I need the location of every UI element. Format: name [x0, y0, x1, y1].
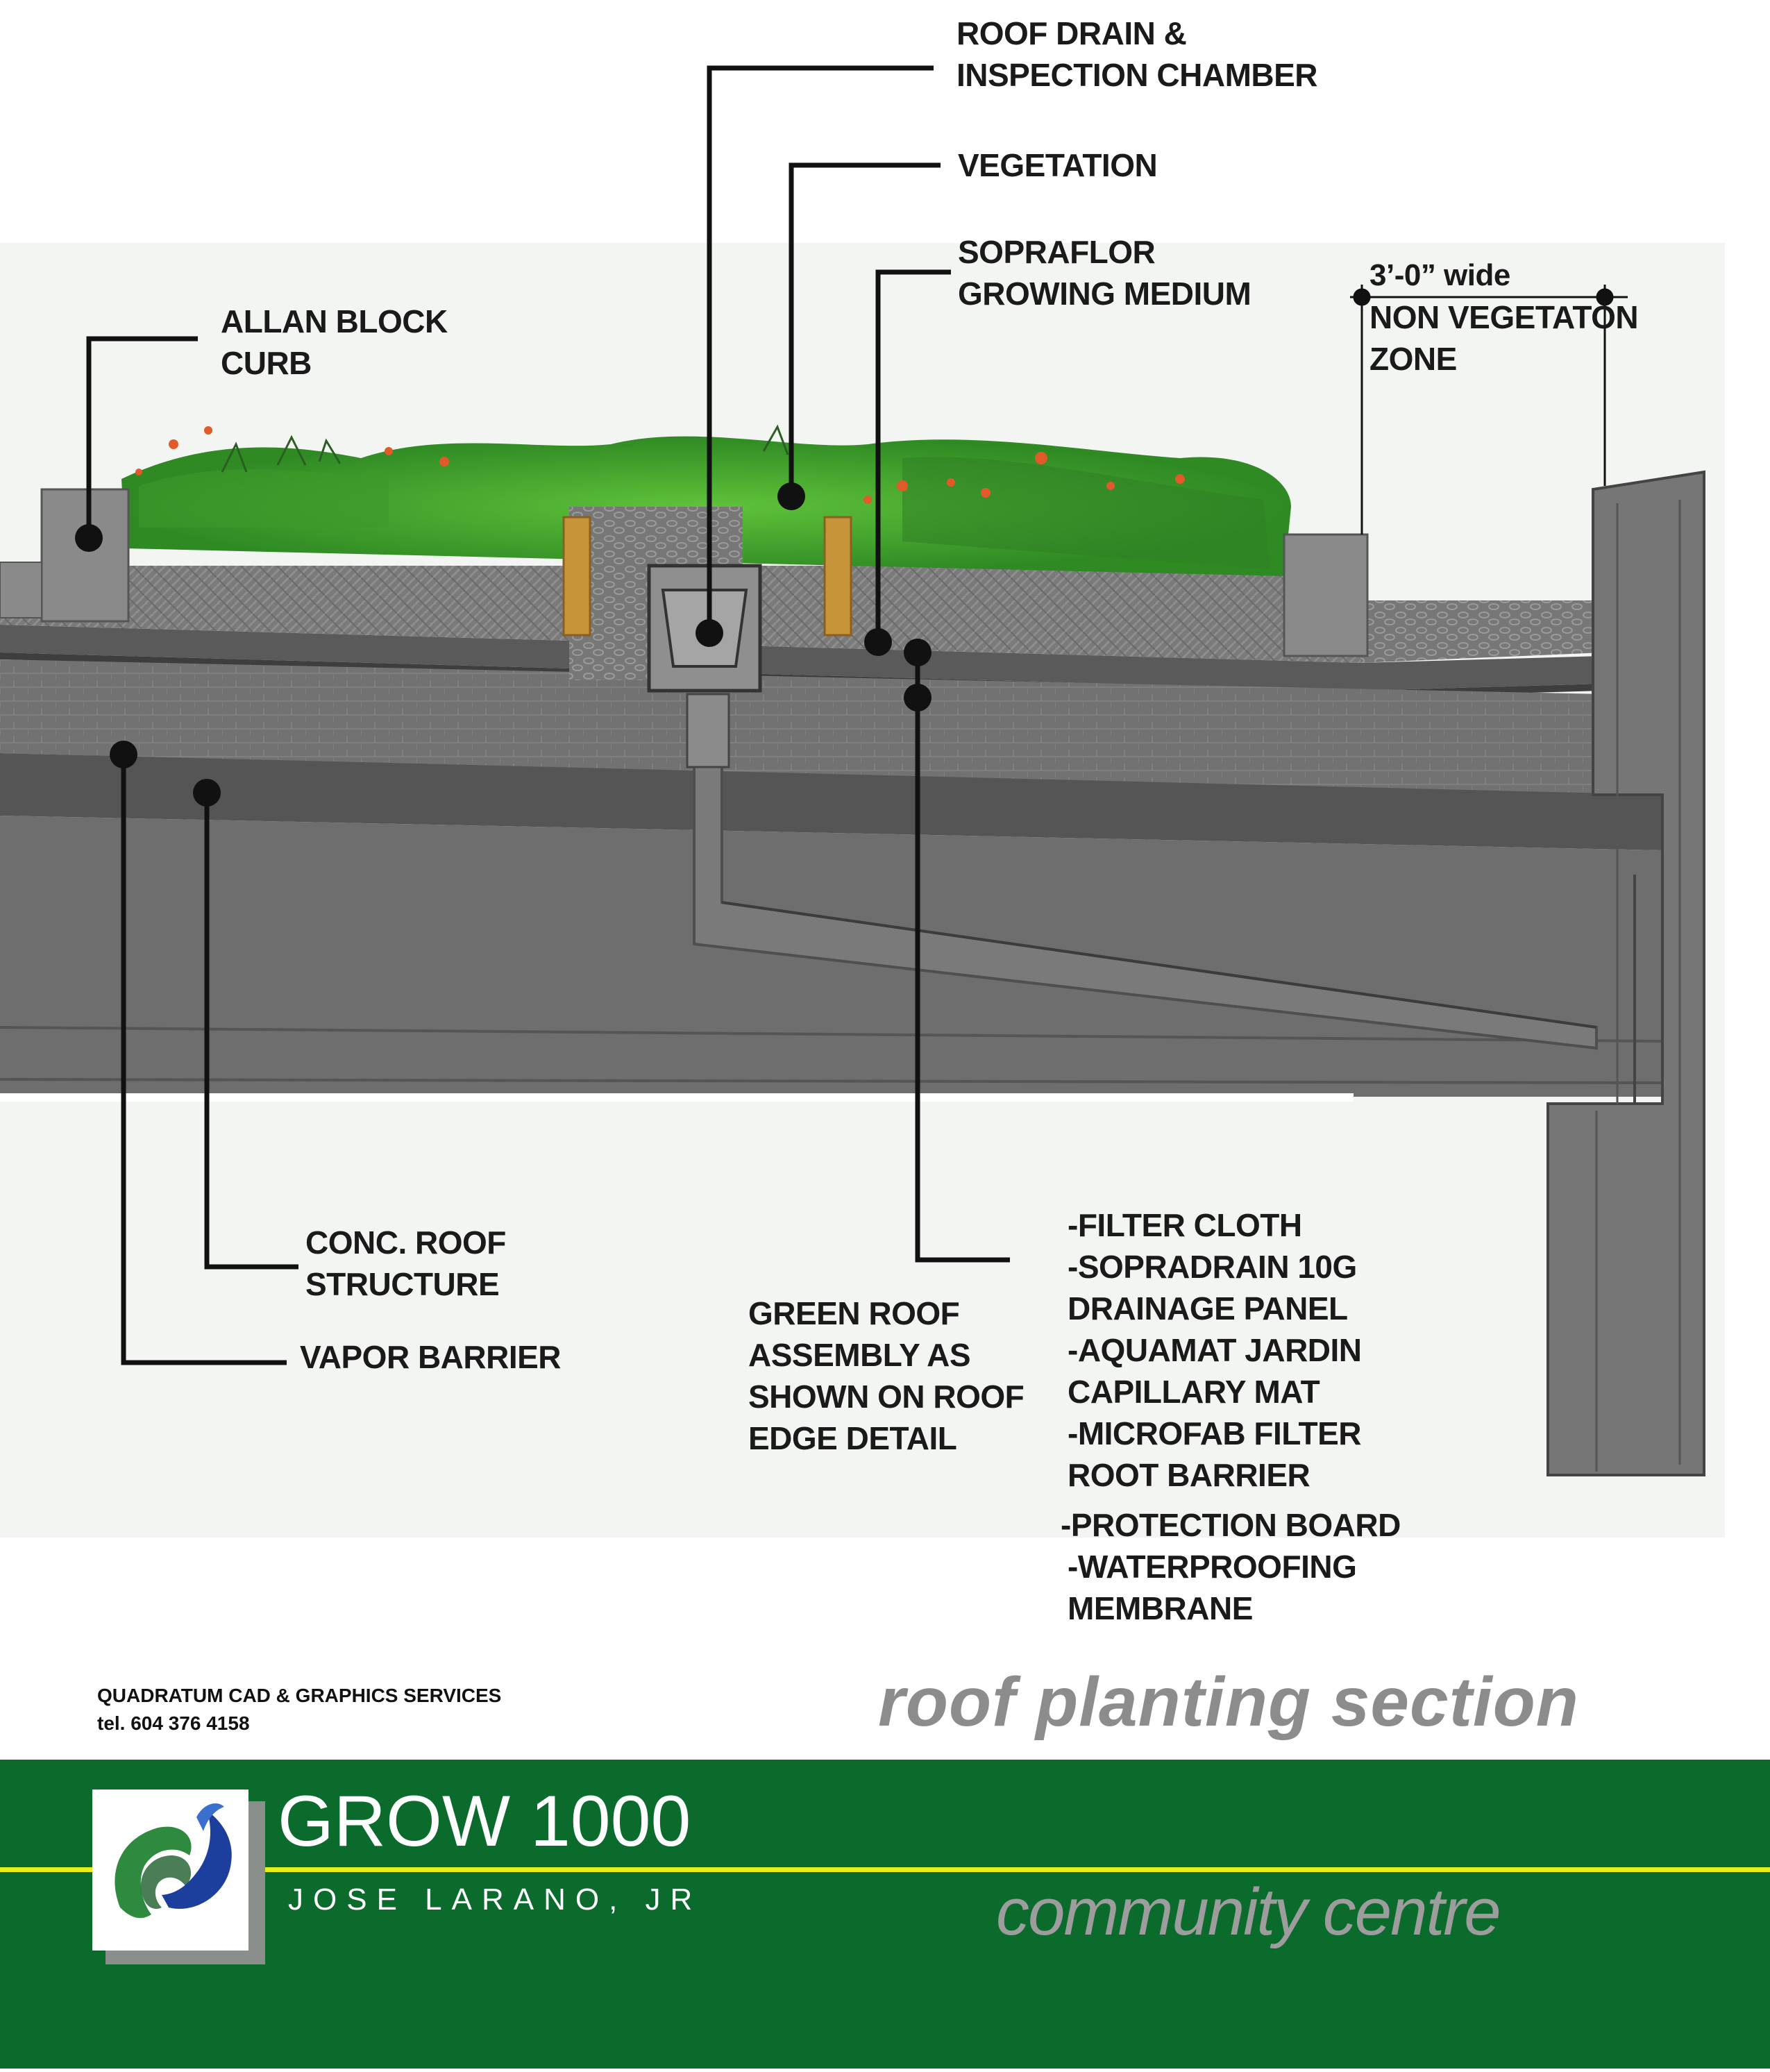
- drawing-title: roof planting section: [878, 1663, 1579, 1741]
- leader-sopraflor: [875, 269, 951, 642]
- dimension-3ft: [1350, 285, 1628, 534]
- leader-vapor-barrier: [121, 755, 287, 1365]
- edge-curb: [1283, 533, 1369, 657]
- insulation-layer: [0, 659, 1603, 795]
- leader-roof-drain: [707, 65, 934, 633]
- company-phone: tel. 604 376 4158: [97, 1712, 250, 1734]
- parapet-wall: [1546, 470, 1705, 1476]
- leader-layers: [915, 652, 1010, 1263]
- logo: [92, 1789, 248, 1951]
- leader-conc-roof: [204, 793, 298, 1270]
- project-name: GROW 1000: [278, 1781, 691, 1862]
- label-roof-drain: ROOF DRAIN &INSPECTION CHAMBER: [956, 15, 1318, 93]
- company-name: QUADRATUM CAD & GRAPHICS SERVICES: [97, 1685, 502, 1706]
- title-banner: [0, 1760, 1770, 2069]
- leader-dots: [75, 482, 932, 807]
- vegetation-mass: [121, 424, 1291, 576]
- label-vapor-barrier: VAPOR BARRIER: [300, 1339, 562, 1375]
- leader-vegetation: [789, 162, 941, 496]
- project-subtitle: community centre: [996, 1875, 1501, 1949]
- leader-lines: [86, 65, 1010, 1365]
- banner-accent-line: [0, 1867, 1770, 1872]
- logo-emblem-icon: [115, 1803, 232, 1919]
- leader-allan-block: [86, 336, 198, 538]
- label-roof-layers: -FILTER CLOTH -SOPRADRAIN 10G DRAINAGE P…: [1061, 1207, 1401, 1626]
- label-vegetation: VEGETATION: [958, 147, 1158, 183]
- allan-block-curb: [0, 488, 130, 623]
- label-non-vegetation-zone: 3’-0” wide NON VEGETATON ZONE: [1369, 258, 1639, 377]
- author-name: JOSE LARANO, JR: [288, 1883, 702, 1917]
